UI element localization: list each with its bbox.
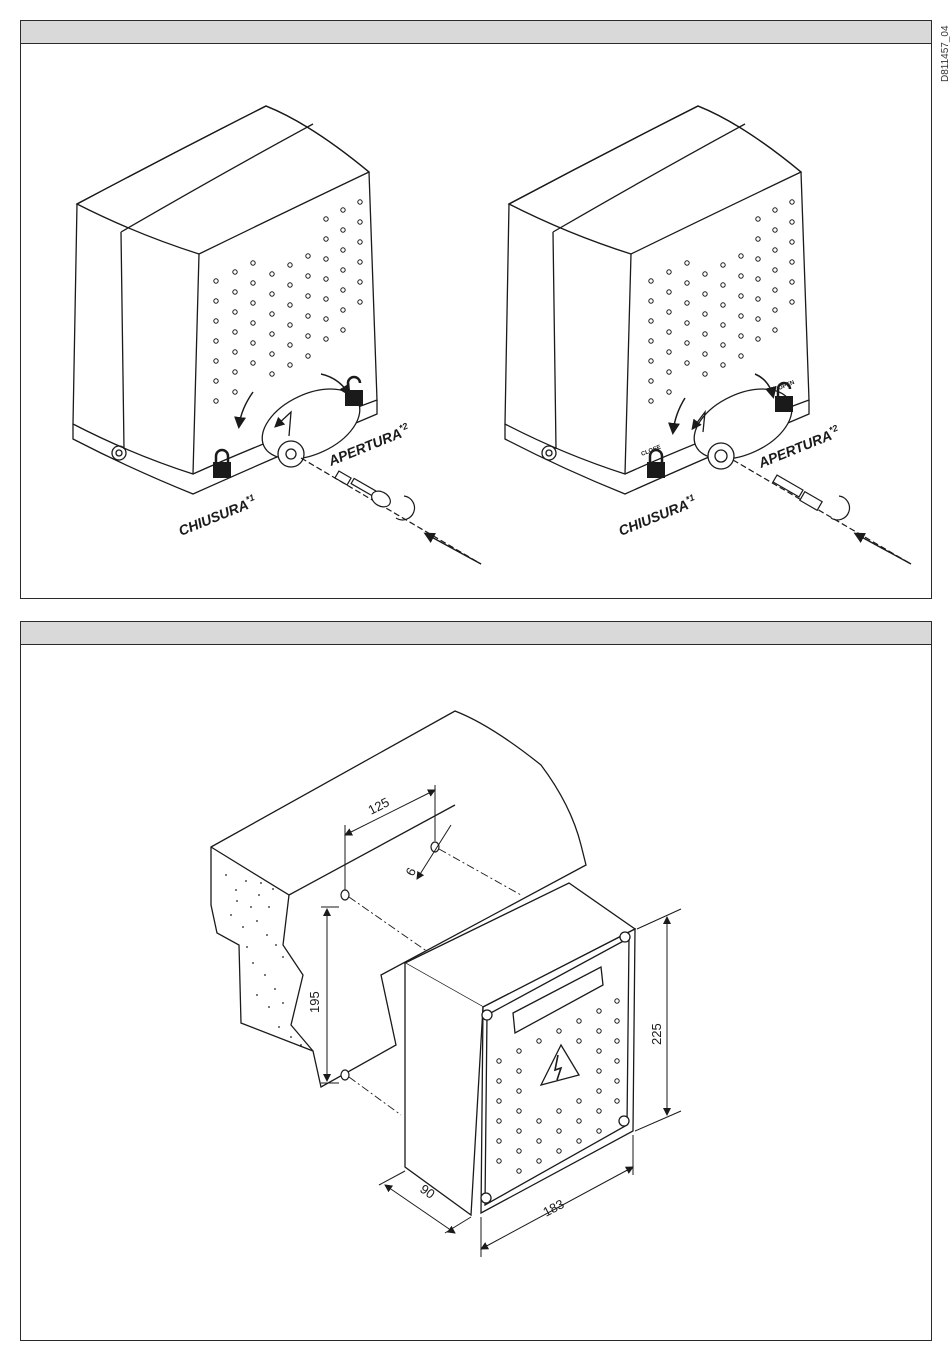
electronic-key-right — [733, 460, 911, 564]
close-label-left: CHIUSURA — [176, 496, 251, 539]
figure-header-bar — [21, 622, 931, 645]
figure-panel-mounting: 125 6 195 — [20, 621, 932, 1341]
figure-panel-release: CHIUSURA*1 APERTURA*2 — [20, 20, 932, 599]
release-illustration: CHIUSURA*1 APERTURA*2 — [21, 44, 931, 599]
dimension-195-label: 195 — [307, 991, 322, 1013]
svg-text:CHIUSURA*1: CHIUSURA*1 — [616, 492, 699, 539]
label-close-left: CHIUSURA*1 — [176, 492, 259, 539]
dimension-225-label: 225 — [649, 1023, 664, 1045]
close-label-right: CHIUSURA — [616, 496, 691, 539]
figure-header-bar — [21, 21, 931, 44]
dimension-225 — [635, 909, 681, 1131]
svg-text:CHIUSURA*1: CHIUSURA*1 — [176, 492, 259, 539]
label-close-right: CHIUSURA*1 — [616, 492, 699, 539]
mounting-illustration: 125 6 195 — [21, 645, 931, 1341]
key-left — [301, 458, 481, 564]
dimension-183-label: 183 — [540, 1196, 566, 1219]
document-code-text: D811457_04 — [940, 25, 950, 82]
